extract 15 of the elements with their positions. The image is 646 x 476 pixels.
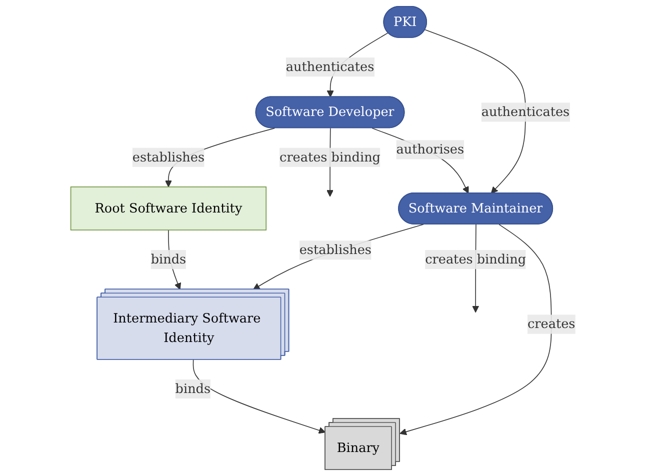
edge-label: creates bbox=[528, 316, 576, 332]
edge-label: establishes bbox=[132, 149, 205, 165]
arrow bbox=[372, 128, 469, 194]
edge-label: creates binding bbox=[425, 252, 526, 267]
arrow bbox=[424, 29, 526, 194]
edge-label: authorises bbox=[396, 142, 464, 157]
edge-label: creates binding bbox=[280, 149, 380, 165]
edge-label: authenticates bbox=[286, 59, 374, 74]
node-box: Root Software Identity bbox=[70, 186, 267, 230]
arrow bbox=[252, 224, 424, 290]
edge-label: authenticates bbox=[481, 104, 570, 120]
edge-label: establishes bbox=[299, 242, 372, 258]
edge-label: binds bbox=[150, 252, 186, 267]
arrow bbox=[192, 359, 326, 434]
edge-label: binds bbox=[175, 380, 211, 396]
